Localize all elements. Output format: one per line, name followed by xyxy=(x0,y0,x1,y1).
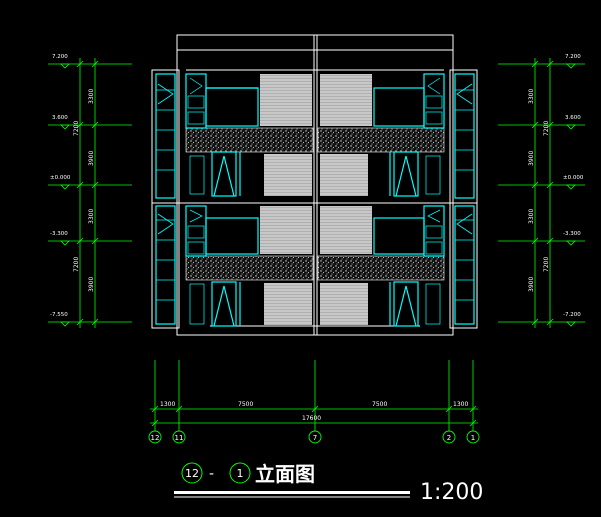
level-label: ±0.000 xyxy=(50,175,71,181)
dimension-label: 7200 xyxy=(73,121,80,136)
axis-label: 7 xyxy=(313,434,317,442)
axis-bubble-7 xyxy=(308,430,322,444)
level-label: ±0.000 xyxy=(563,175,584,181)
windows xyxy=(155,73,475,327)
title-text: 立面图 xyxy=(255,462,315,486)
dimension-label: 7500 xyxy=(238,401,253,408)
dimension-label: 3300 xyxy=(528,209,535,224)
dimension-label: 3300 xyxy=(88,89,95,104)
level-label: 7.200 xyxy=(52,54,68,60)
axis-label: 2 xyxy=(447,434,451,442)
dimension-label: 7500 xyxy=(372,401,387,408)
axis-bubble-12 xyxy=(148,430,162,444)
level-label: -7.550 xyxy=(50,312,68,318)
title-axis-bubble-12 xyxy=(181,462,203,484)
dimension-label: 1300 xyxy=(160,401,175,408)
floor-band-hatching xyxy=(185,127,445,281)
left-dimensions: 7.200 3.600 ±0.000 -3.300 -7.550 3300 39… xyxy=(48,54,132,328)
axis-bubble-1 xyxy=(466,430,480,444)
dimension-label: 3300 xyxy=(528,89,535,104)
total-dimension-label: 17600 xyxy=(302,415,321,422)
title-axis-bubble-1 xyxy=(229,462,251,484)
dimension-label: 3900 xyxy=(88,151,95,166)
level-label: -7.200 xyxy=(563,312,581,318)
level-label: 3.600 xyxy=(565,115,581,121)
bottom-dimensions: 1300 7500 7500 1300 17600 12 11 7 2 1 xyxy=(148,360,480,444)
axis-label: 11 xyxy=(175,434,184,442)
stair-panels xyxy=(260,74,372,325)
title-block: 12 - 1 立面图 1:200 xyxy=(174,462,483,505)
level-label: -3.300 xyxy=(50,231,68,237)
level-label: 3.600 xyxy=(52,115,68,121)
scale-label: 1:200 xyxy=(420,480,483,505)
level-label: -3.300 xyxy=(563,231,581,237)
right-dimensions: 7.200 3.600 ±0.000 -3.300 -7.200 3300 39… xyxy=(498,54,585,328)
dimension-label: 7200 xyxy=(73,257,80,272)
dimension-label: 3300 xyxy=(88,209,95,224)
axis-bubble-11 xyxy=(172,430,186,444)
dimension-label: 1300 xyxy=(453,401,468,408)
axis-bubble-2 xyxy=(442,430,456,444)
title-to-axis: 1 xyxy=(237,467,244,480)
dimension-label: 3900 xyxy=(88,277,95,292)
axis-label: 1 xyxy=(471,434,475,442)
building-outline xyxy=(151,34,478,336)
level-label: 7.200 xyxy=(565,54,581,60)
dimension-label: 3900 xyxy=(528,151,535,166)
dimension-label: 7200 xyxy=(543,257,550,272)
dimension-label: 3900 xyxy=(528,277,535,292)
axis-label: 12 xyxy=(151,434,160,442)
title-separator: - xyxy=(209,466,214,482)
dimension-label: 7200 xyxy=(543,121,550,136)
title-from-axis: 12 xyxy=(185,467,199,480)
